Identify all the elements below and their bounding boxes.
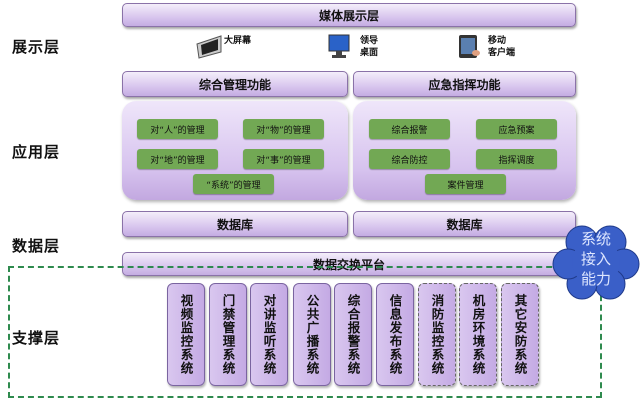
command-item: 指挥调度 xyxy=(476,149,557,169)
support-system: 对讲监听系统 xyxy=(250,283,288,386)
system-access-capability-cloud: 系统 接入 能力 xyxy=(580,230,611,288)
support-system: 机房环境系统 xyxy=(459,283,497,386)
command-functions-bar: 应急指挥功能 xyxy=(353,71,576,97)
device-label-mobile-client: 移动 客户端 xyxy=(488,36,516,58)
large-screen-icon xyxy=(196,35,222,59)
command-item: 综合报警 xyxy=(369,119,450,139)
database-bar-right: 数据库 xyxy=(353,211,576,237)
layer-label-support: 支撑层 xyxy=(12,329,61,347)
device-label-leader-desktop: 领导 桌面 xyxy=(360,36,379,58)
command-item: 应急预案 xyxy=(476,119,557,139)
command-item: 案件管理 xyxy=(425,174,506,194)
management-item: 对“事”的管理 xyxy=(243,149,324,169)
layer-label-display: 展示层 xyxy=(12,38,61,56)
cloud-shape xyxy=(552,225,640,300)
management-item: 对“地”的管理 xyxy=(137,149,218,169)
database-bar-left: 数据库 xyxy=(122,211,348,237)
support-system: 视频监控系统 xyxy=(167,283,205,386)
support-system: 门禁管理系统 xyxy=(209,283,247,386)
management-functions-bar: 综合管理功能 xyxy=(122,71,348,97)
command-item: 综合防控 xyxy=(369,149,450,169)
management-item: 对“人”的管理 xyxy=(137,119,218,139)
management-item: “系统”的管理 xyxy=(193,174,274,194)
support-system: 信息发布系统 xyxy=(376,283,414,386)
tablet-icon xyxy=(459,35,480,58)
management-item: 对“物”的管理 xyxy=(243,119,324,139)
support-system: 公共广播系统 xyxy=(293,283,331,386)
data-exchange-platform-bar: 数据交换平台 xyxy=(122,252,576,276)
layer-label-data: 数据层 xyxy=(12,237,61,255)
support-system: 消防监控系统 xyxy=(418,283,456,386)
layer-label-application: 应用层 xyxy=(12,143,61,161)
media-display-bar: 媒体展示层 xyxy=(122,3,576,27)
support-system: 其它安防系统 xyxy=(501,283,539,386)
support-system: 综合报警系统 xyxy=(334,283,372,386)
device-label-large-screen: 大屏幕 xyxy=(224,36,252,46)
monitor-icon xyxy=(328,34,350,58)
system-access-boundary xyxy=(8,266,602,398)
